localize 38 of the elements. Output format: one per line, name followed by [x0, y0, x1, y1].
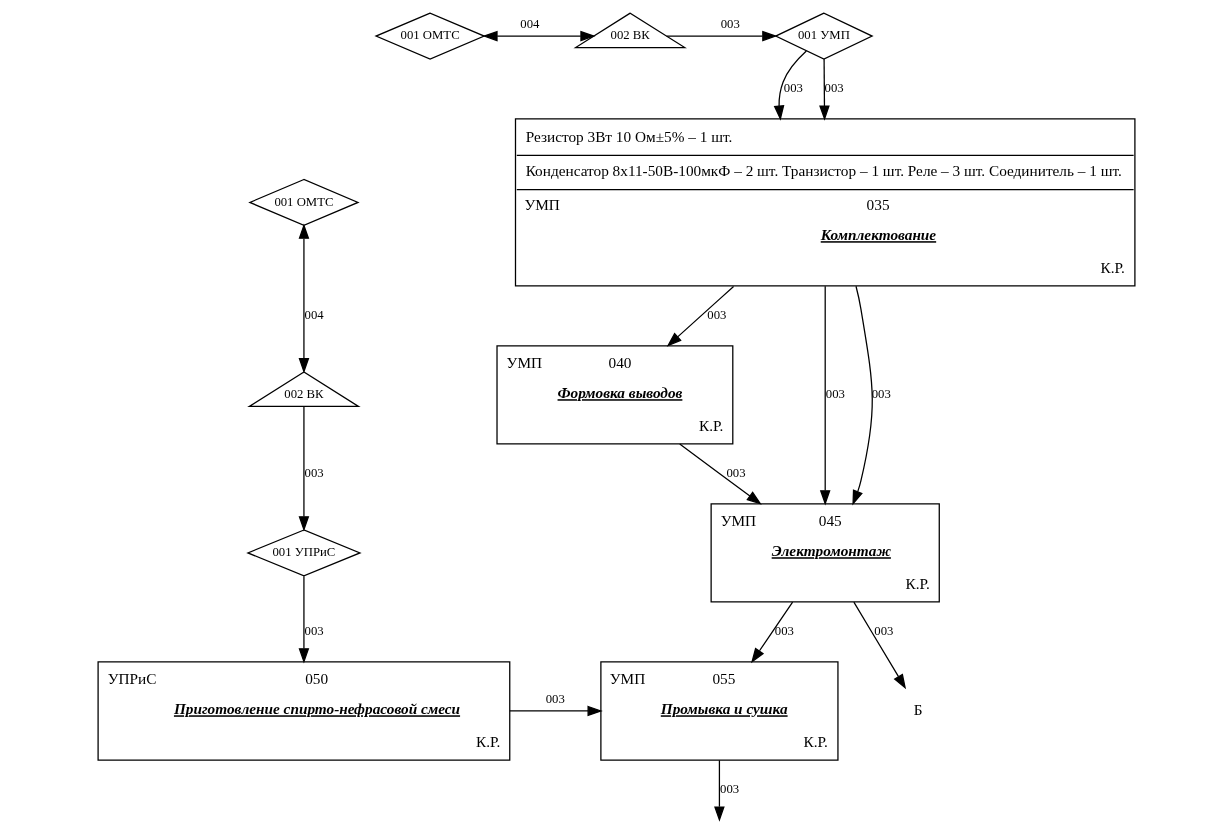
arrow: [298, 223, 309, 374]
arrow: [298, 575, 309, 664]
edge-label: 003: [304, 466, 324, 481]
arrow: [508, 705, 603, 717]
edge-label: 003: [719, 782, 739, 797]
edge-label: 003: [825, 387, 845, 402]
arrow: [298, 405, 309, 532]
arrow: [713, 759, 725, 822]
arrow: [773, 50, 807, 121]
edge-label: 004: [519, 17, 539, 32]
edge-label: 003: [545, 692, 565, 707]
edge-label: 003: [774, 624, 794, 639]
edge-label: 004: [304, 308, 324, 323]
arrow: [666, 285, 734, 347]
edge-label: 003: [706, 308, 726, 323]
arrow: [852, 601, 906, 690]
edge-label: 003: [783, 81, 803, 96]
edge-label: 003: [873, 624, 893, 639]
node-diamond: 001 ОМТС: [247, 178, 360, 227]
node-diamond: 001 УПРиС: [245, 529, 362, 577]
arrow: [665, 30, 777, 42]
arrow: [819, 285, 831, 506]
edge-label: 003: [720, 17, 740, 32]
arrow: [481, 30, 596, 42]
arrow: [818, 58, 830, 121]
edge-label: 003: [725, 466, 746, 481]
arrow: [851, 285, 873, 506]
node-text: Б: [913, 700, 923, 718]
node-box: УМП 045 Электромонтаж К.Р.: [710, 503, 940, 603]
edge-label: 003: [304, 624, 324, 639]
node-box: УМП 055 Промывка и сушка К.Р.: [599, 661, 839, 761]
node-diamond: 001 УМП: [773, 12, 874, 60]
node-diamond: 001 ОМТС: [373, 12, 486, 60]
arrow: [750, 601, 793, 664]
edge-label: 003: [824, 81, 844, 96]
arrow: [678, 443, 762, 505]
node-box: УПРиС 050 Приготовление спирто-нефрасовой смеси К.Р.: [96, 661, 510, 761]
node-box: УМП 040 Формовка выводов К.Р.: [495, 345, 733, 445]
